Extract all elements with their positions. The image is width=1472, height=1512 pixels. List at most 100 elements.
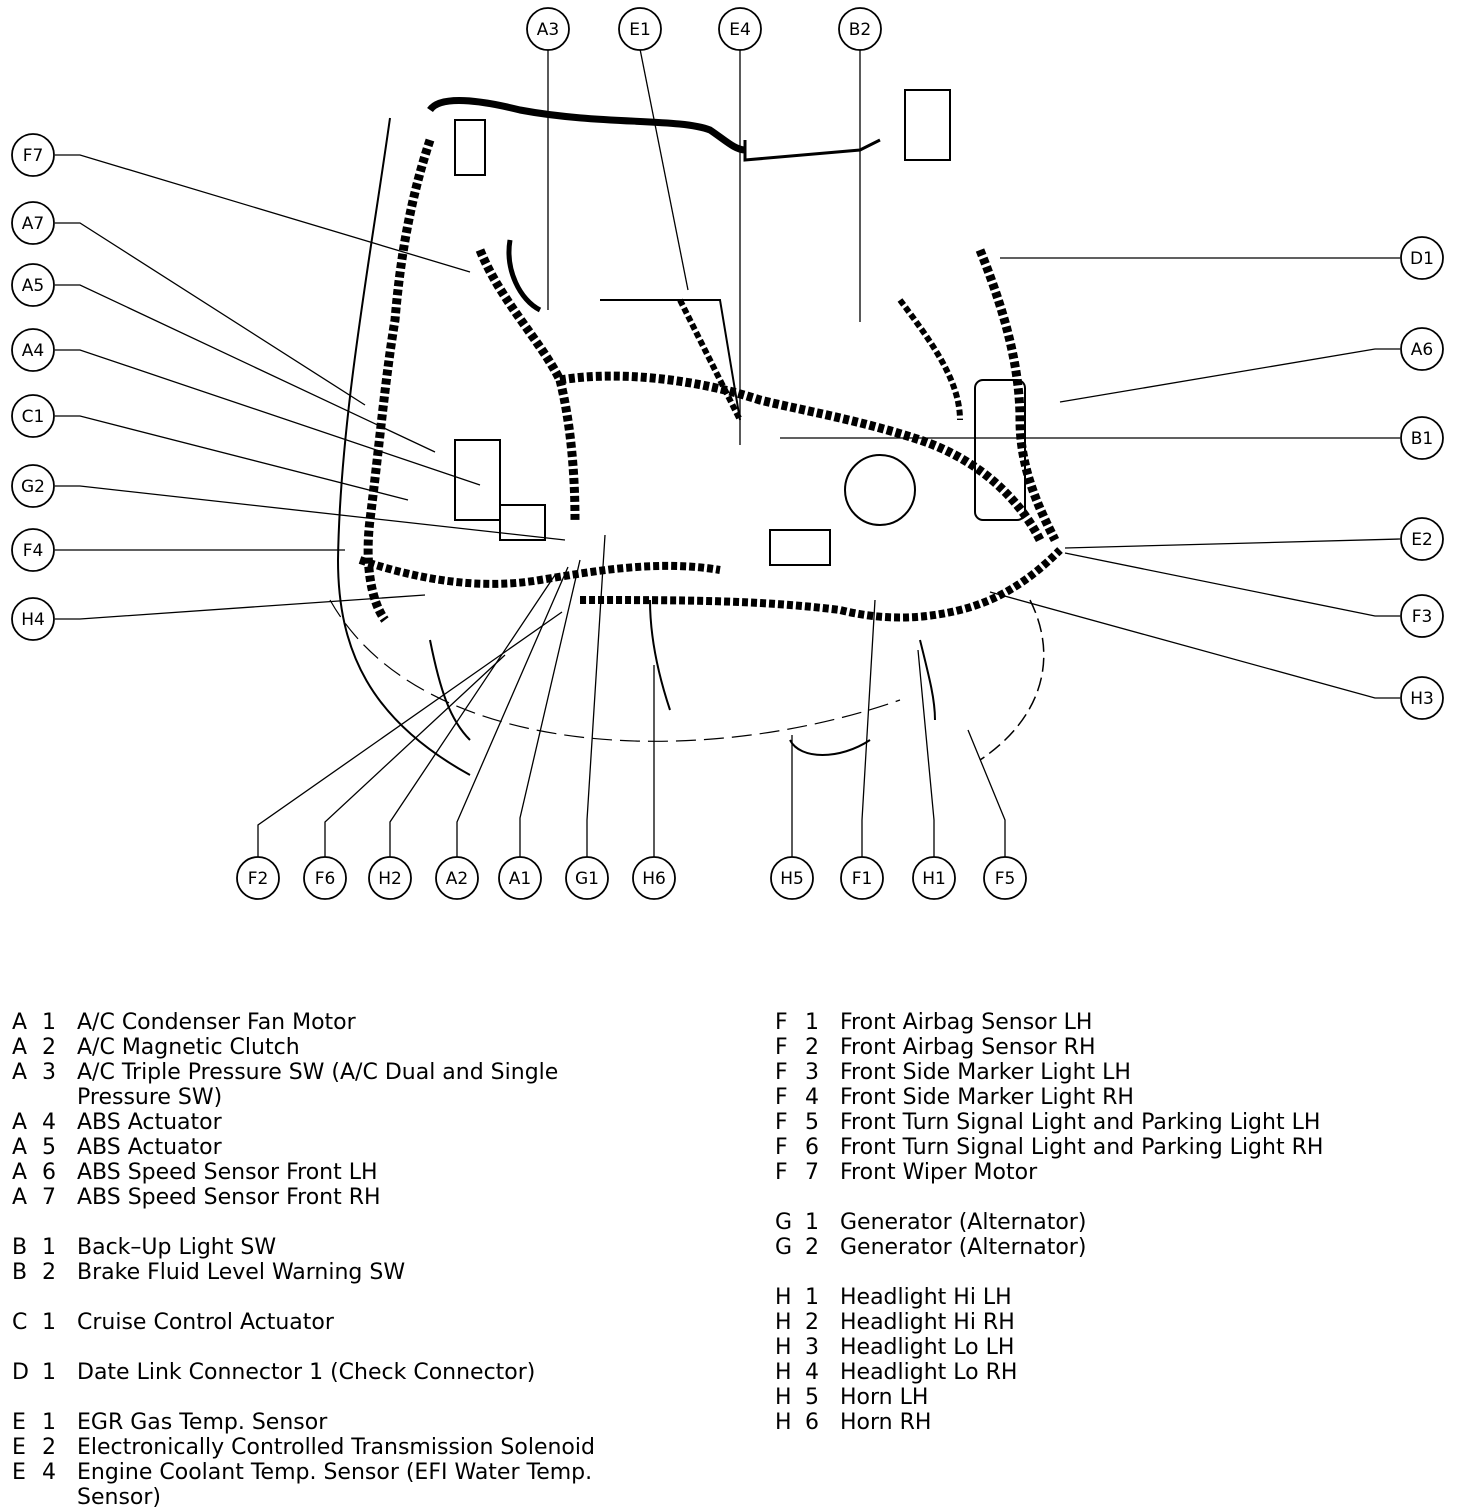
callout-e4: E4 [718,7,762,51]
legend-number: 2 [42,1035,56,1060]
legend-number: 3 [805,1335,819,1360]
legend-letter: A [12,1185,28,1210]
legend-letter: F [775,1160,788,1185]
callout-f3: F3 [1400,594,1444,638]
legend-description: ABS Speed Sensor Front LH [77,1160,378,1185]
legend-letter: E [12,1410,26,1435]
callout-circle [11,528,55,572]
callout-h5: H5 [770,856,814,900]
callout-circle [11,394,55,438]
legend-letter: H [775,1360,792,1385]
callout-label: E1 [629,20,651,40]
legend-number: 2 [42,1260,56,1285]
callout-g1: G1 [565,856,609,900]
legend-number: 2 [805,1310,819,1335]
callout-a6: A6 [1400,327,1444,371]
legend-number: 1 [42,1360,56,1385]
legend-number: 4 [42,1460,56,1485]
legend-number: 6 [805,1410,819,1435]
leader-lines [55,48,1401,858]
legend-description: Engine Coolant Temp. Sensor (EFI Water T… [77,1460,593,1510]
callout-g2: G2 [11,464,55,508]
callout-label: A7 [22,214,44,234]
legend-description: Front Side Marker Light LH [840,1060,1131,1085]
legend-number: 3 [805,1060,819,1085]
legend-description: A/C Condenser Fan Motor [77,1010,356,1035]
legend-description: Front Side Marker Light RH [840,1085,1134,1110]
legend-number: 6 [42,1160,56,1185]
legend-number: 1 [42,1310,56,1335]
callout-circle [1400,416,1444,460]
callout-label: H5 [780,869,804,889]
legend-description: ABS Speed Sensor Front RH [77,1185,381,1210]
legend-description: Horn RH [840,1410,932,1435]
legend-number: 4 [805,1360,819,1385]
legend-description: Front Airbag Sensor RH [840,1035,1096,1060]
callout-f6: F6 [303,856,347,900]
callout-label: A5 [22,276,44,296]
legend-description: Front Turn Signal Light and Parking Ligh… [840,1135,1324,1160]
callout-circle [1400,327,1444,371]
callout-f1: F1 [840,856,884,900]
legend-description: Back–Up Light SW [77,1235,277,1260]
callout-e2: E2 [1400,517,1444,561]
legend-letter: A [12,1010,28,1035]
callout-f7: F7 [11,133,55,177]
callout-h4: H4 [11,597,55,641]
legend-letter: F [775,1085,788,1110]
callout-f4: F4 [11,528,55,572]
legend-description: Headlight Hi LH [840,1285,1012,1310]
callout-e1: E1 [618,7,662,51]
legend-number: 1 [42,1235,56,1260]
legend-group-gap [775,1185,1323,1210]
callout-label: F6 [315,869,336,889]
callout-circle [11,597,55,641]
callout-label: F4 [23,541,44,561]
legend-description: Headlight Hi RH [840,1310,1015,1335]
callout-circle [1400,594,1444,638]
callout-label: E2 [1411,530,1433,550]
legend-description: A/C Triple Pressure SW (A/C Dual and Sin… [77,1060,559,1110]
legend-letter: C [12,1310,28,1335]
legend-letter: A [12,1060,28,1085]
callout-circle [983,856,1027,900]
legend-group-gap [12,1210,637,1235]
callout-label: F3 [1412,607,1433,627]
callout-f5: F5 [983,856,1027,900]
callout-label: F5 [995,869,1016,889]
callout-a1: A1 [498,856,542,900]
callout-c1: C1 [11,394,55,438]
legend-number: 4 [805,1085,819,1110]
legend-letter: A [12,1160,28,1185]
callout-label: C1 [22,407,45,427]
callout-circle [11,201,55,245]
legend-letter: B [12,1235,28,1260]
legend-description: Front Turn Signal Light and Parking Ligh… [840,1110,1321,1135]
callout-circle [11,464,55,508]
legend-number: 5 [805,1110,819,1135]
legend-letter: F [775,1060,788,1085]
callout-label: H3 [1410,689,1434,709]
callout-circle [770,856,814,900]
legend-description: Generator (Alternator) [840,1235,1087,1260]
legend-number: 6 [805,1135,819,1160]
callout-circle [498,856,542,900]
callout-label: F7 [23,146,44,166]
legend-number: 2 [805,1235,819,1260]
callout-a5: A5 [11,263,55,307]
legend-group-gap [12,1335,637,1360]
legend-letter: F [775,1110,788,1135]
legend-group-gap [775,1260,1323,1285]
legend-number: 7 [42,1185,56,1210]
legend-letter: F [775,1035,788,1060]
callout-b1: B1 [1400,416,1444,460]
